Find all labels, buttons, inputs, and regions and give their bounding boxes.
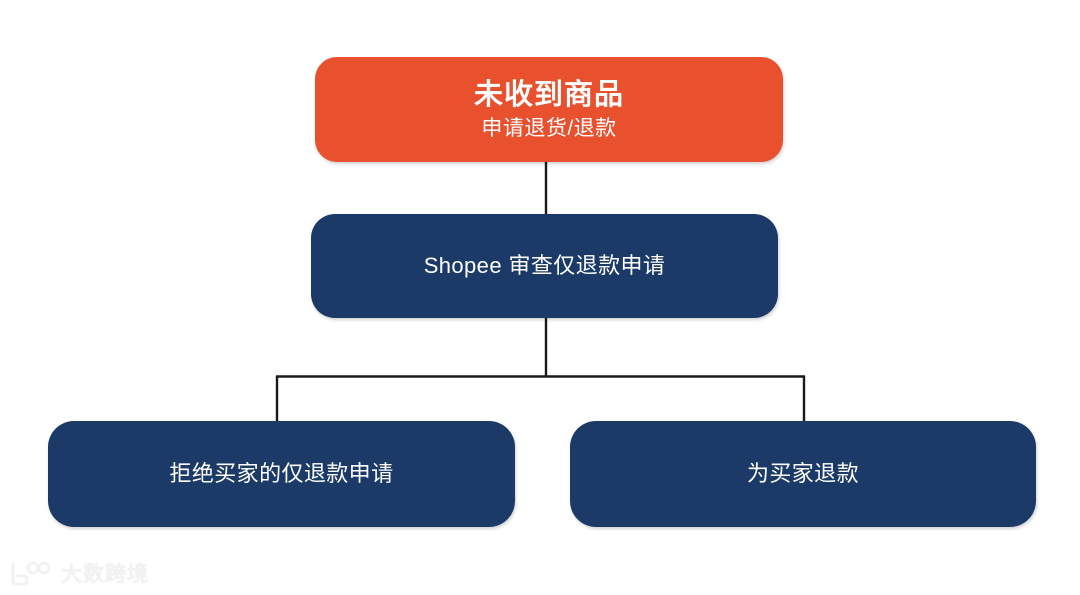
node-not-received-title: 未收到商品 — [473, 79, 624, 112]
watermark-text: 大数跨境 — [61, 563, 149, 586]
watermark: 大数跨境 — [8, 558, 149, 588]
node-refund-buyer[interactable]: 为买家退款 — [570, 421, 1036, 527]
node-not-received-subtitle: 申请退货/退款 — [481, 116, 617, 140]
node-not-received[interactable]: 未收到商品 申请退货/退款 — [315, 57, 783, 162]
node-reject-refund-request[interactable]: 拒绝买家的仅退款申请 — [48, 421, 515, 527]
kua-jing-logo-icon — [11, 561, 51, 586]
node-shopee-review-title: Shopee 审查仅退款申请 — [423, 253, 666, 279]
node-reject-refund-request-title: 拒绝买家的仅退款申请 — [169, 461, 394, 487]
node-refund-buyer-title: 为买家退款 — [746, 461, 859, 487]
node-shopee-review[interactable]: Shopee 审查仅退款申请 — [311, 214, 778, 318]
